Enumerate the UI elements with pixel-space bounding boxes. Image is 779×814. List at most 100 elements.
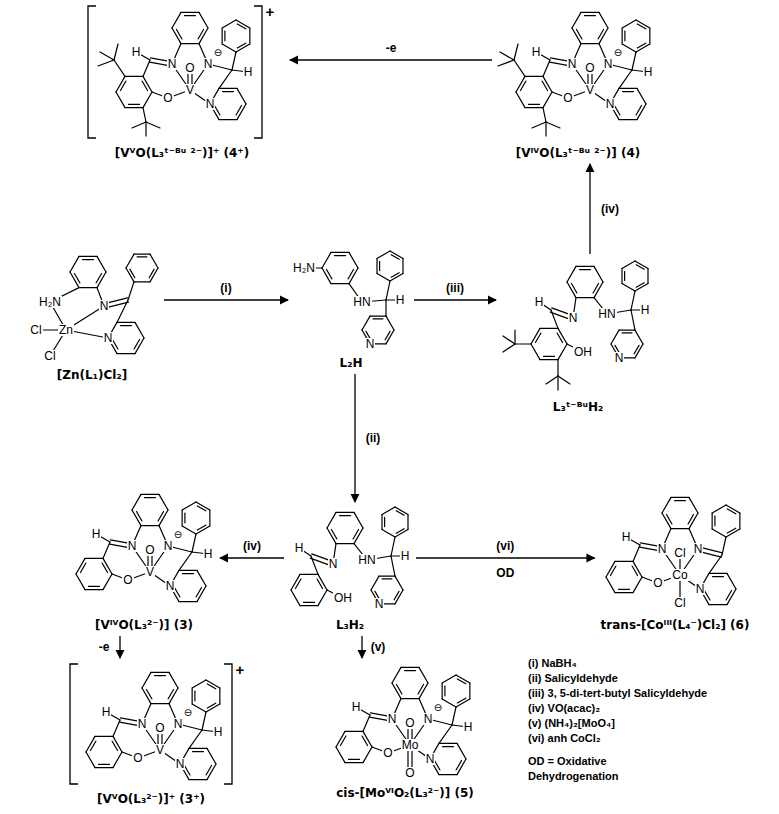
bond-line bbox=[636, 283, 644, 288]
bond-line bbox=[594, 266, 603, 282]
bond-line bbox=[117, 300, 128, 322]
bond-line bbox=[130, 269, 135, 277]
edge-note: OD bbox=[495, 567, 515, 580]
bond-line bbox=[97, 256, 106, 272]
bond-line bbox=[125, 76, 143, 77]
bond-line bbox=[557, 360, 558, 376]
bond-line bbox=[192, 704, 206, 712]
atom-label: N bbox=[167, 58, 178, 71]
atom-label: N bbox=[374, 598, 385, 611]
charge-mark: ⊖ bbox=[173, 530, 183, 541]
bond-line bbox=[498, 60, 514, 66]
bond-line bbox=[392, 667, 401, 683]
bond-line bbox=[327, 512, 336, 528]
bond-line bbox=[370, 316, 386, 317]
bond-line bbox=[395, 530, 408, 538]
bond-line bbox=[232, 52, 236, 70]
compound-label: [VᴵⱽO(L₃²⁻)] (3) bbox=[95, 618, 193, 634]
bond-line bbox=[606, 577, 615, 593]
bond-line bbox=[391, 255, 399, 260]
bond-line bbox=[558, 328, 567, 344]
bond-line bbox=[145, 122, 146, 136]
bond-line bbox=[419, 683, 428, 699]
bond-line bbox=[222, 44, 236, 52]
bond-line bbox=[540, 359, 558, 360]
atom-label: N bbox=[99, 300, 110, 313]
reaction-arrow bbox=[416, 557, 595, 558]
atom-label: N bbox=[175, 758, 186, 771]
bond-line bbox=[615, 561, 633, 562]
bond-line bbox=[382, 530, 395, 538]
charge-mark: ⊖ bbox=[213, 48, 223, 59]
compound-node: trans-[Coᴵᴵᴵ(L₄⁻)Cl₂] (6) bbox=[597, 490, 754, 634]
atom-label: O bbox=[122, 574, 133, 587]
atom-label: HN bbox=[352, 296, 371, 309]
bond-line bbox=[622, 20, 636, 28]
bond-line bbox=[390, 274, 403, 282]
bond-line bbox=[391, 556, 395, 576]
bond-line bbox=[456, 699, 470, 707]
bond-line bbox=[304, 602, 315, 603]
reaction-arrow bbox=[361, 636, 362, 658]
bond-line bbox=[142, 81, 147, 90]
bond-line bbox=[623, 91, 634, 92]
bond-line bbox=[222, 28, 223, 44]
bond-line bbox=[362, 736, 367, 745]
bond-line bbox=[619, 119, 637, 120]
bond-line bbox=[151, 703, 169, 704]
bond-line bbox=[114, 60, 125, 76]
atom-label: H bbox=[243, 66, 254, 79]
bond-line bbox=[514, 44, 518, 60]
reagent-key: (v) (NH₄)₂[MoO₄] bbox=[528, 716, 774, 731]
reaction-arrow bbox=[589, 164, 590, 254]
atom-label: HN bbox=[357, 554, 376, 567]
bond-line bbox=[384, 517, 385, 526]
bond-line bbox=[172, 12, 181, 28]
bond-line bbox=[543, 76, 552, 92]
bond-line bbox=[349, 252, 358, 268]
bond-line bbox=[249, 28, 250, 44]
bond-line bbox=[85, 589, 103, 590]
compound-node: cis-[MoⱽᴵO₂(L₃²⁻)] (5) bbox=[330, 660, 480, 802]
bond-line bbox=[385, 300, 386, 316]
bond-line bbox=[182, 502, 196, 510]
bond-line bbox=[353, 529, 358, 538]
atom-label: N bbox=[205, 98, 216, 111]
reaction-arrow bbox=[164, 299, 288, 300]
bond-line bbox=[121, 325, 132, 326]
bond-line bbox=[197, 506, 205, 511]
bond-line bbox=[381, 515, 382, 530]
bond-line bbox=[379, 576, 395, 577]
bond-line bbox=[647, 269, 648, 284]
bond-line bbox=[671, 497, 689, 498]
reaction-arrow bbox=[414, 299, 496, 300]
atom-label: O bbox=[132, 752, 143, 765]
bond-line bbox=[189, 730, 202, 748]
atom-label: N bbox=[614, 352, 625, 365]
atom-label: N bbox=[567, 58, 578, 71]
bond-line bbox=[79, 287, 97, 288]
bond-line bbox=[197, 586, 206, 602]
bond-line bbox=[112, 741, 117, 750]
charge-bracket bbox=[224, 664, 232, 784]
bond-line bbox=[83, 259, 94, 260]
bond-line bbox=[637, 88, 646, 104]
bond-line bbox=[419, 667, 428, 683]
bond-line bbox=[146, 689, 151, 698]
bond-line bbox=[382, 578, 392, 579]
bond-line bbox=[418, 684, 423, 693]
bond-line bbox=[633, 561, 642, 577]
bond-line bbox=[155, 675, 166, 676]
bond-line bbox=[405, 670, 416, 671]
bond-line bbox=[142, 672, 151, 688]
bond-line bbox=[143, 60, 150, 76]
bond-line bbox=[576, 297, 594, 298]
bond-line bbox=[619, 589, 630, 590]
atom-label: O bbox=[562, 92, 573, 105]
bond-line bbox=[558, 376, 570, 384]
bond-line bbox=[95, 736, 113, 737]
bond-line bbox=[631, 310, 635, 330]
atom-label: N bbox=[203, 58, 214, 71]
bond-line bbox=[336, 731, 345, 747]
